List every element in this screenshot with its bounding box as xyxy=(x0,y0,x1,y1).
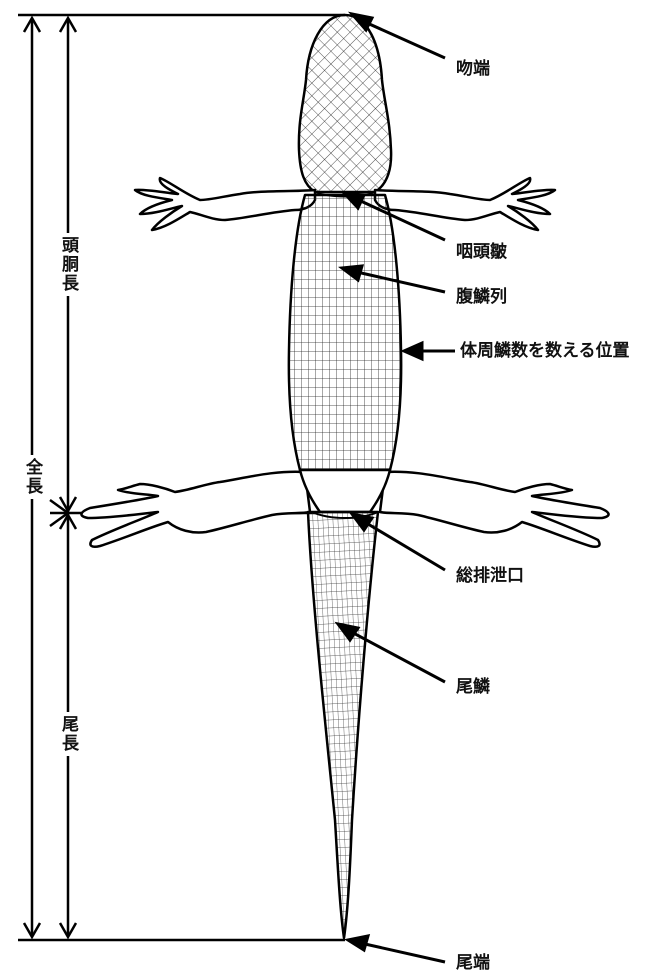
torso-shape xyxy=(289,195,401,488)
label-ventral-scale-rows: 腹鱗列 xyxy=(456,289,507,306)
label-snout-tip: 吻端 xyxy=(456,61,490,78)
label-tail-length: 尾長 xyxy=(59,712,76,756)
label-tail-tip: 尾端 xyxy=(456,955,490,972)
label-gular-fold: 咽頭皺 xyxy=(456,244,507,261)
label-caudal-scales: 尾鱗 xyxy=(456,679,490,696)
hind-left-leg xyxy=(81,472,310,547)
front-right-leg xyxy=(375,178,555,230)
head-shape xyxy=(299,15,391,192)
label-midbody-count-position: 体周鱗数を数える位置 xyxy=(460,343,630,360)
label-total-length: 全長 xyxy=(23,455,40,499)
tail-shape xyxy=(308,512,378,938)
lizard-figure xyxy=(81,15,608,938)
label-vent: 総排泄口 xyxy=(456,568,524,585)
front-left-leg xyxy=(135,178,315,230)
hind-right-leg xyxy=(380,472,609,547)
label-snout-vent-length: 頭胴長 xyxy=(59,233,76,296)
